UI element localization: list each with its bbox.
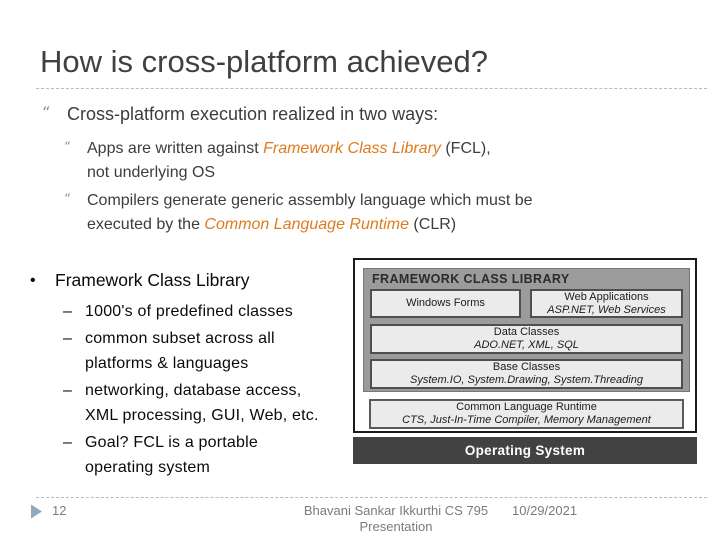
text-run: not underlying OS bbox=[87, 164, 216, 181]
list-item-text: Goal? FCL is a portable operating system bbox=[85, 430, 258, 480]
box-subtitle: CTS, Just-In-Time Compiler, Memory Manag… bbox=[402, 414, 651, 426]
text-run: executed by the bbox=[87, 216, 205, 233]
text-run: Goal? FCL is a portable bbox=[85, 434, 258, 451]
data-classes-box: Data Classes ADO.NET, XML, SQL bbox=[370, 324, 683, 354]
quote-bullet-icon: “ bbox=[42, 103, 51, 122]
dash-bullet-icon: – bbox=[63, 303, 72, 320]
page-number: 12 bbox=[52, 503, 67, 518]
footer-credit-line2: Presentation bbox=[359, 519, 433, 534]
bullet-text: Compilers generate generic assembly lang… bbox=[87, 189, 533, 237]
bullet-text: Apps are written against Framework Class… bbox=[87, 137, 491, 185]
text-run: operating system bbox=[85, 459, 211, 476]
box-subtitle: ADO.NET, XML, SQL bbox=[474, 339, 579, 351]
windows-forms-box: Windows Forms bbox=[370, 289, 521, 318]
fcl-container-box: FRAMEWORK CLASS LIBRARY Windows Forms We… bbox=[363, 268, 690, 392]
base-classes-box: Base Classes System.IO, System.Drawing, … bbox=[370, 359, 683, 389]
list-item: – Goal? FCL is a portable operating syste… bbox=[63, 430, 362, 480]
clr-box: Common Language Runtime CTS, Just-In-Tim… bbox=[369, 399, 684, 429]
fcl-items: – 1000's of predefined classes – common … bbox=[63, 299, 362, 480]
footer-credit-line1: Bhavani Sankar Ikkurthi CS 795 bbox=[303, 503, 489, 518]
dash-bullet-icon: – bbox=[63, 434, 72, 451]
box-title: Data Classes bbox=[493, 326, 560, 338]
text-run: platforms & languages bbox=[85, 355, 249, 372]
text-run: Compilers generate generic assembly lang… bbox=[87, 192, 533, 209]
title-divider bbox=[36, 88, 707, 89]
box-title: Base Classes bbox=[492, 361, 561, 373]
list-item-text: networking, database access, XML processi… bbox=[85, 378, 319, 428]
web-applications-box: Web Applications ASP.NET, Web Services bbox=[530, 289, 683, 318]
quote-bullet-icon: “ bbox=[64, 140, 71, 155]
dash-bullet-icon: – bbox=[63, 382, 72, 399]
bullet-point-clr: “ Compilers generate generic assembly la… bbox=[64, 189, 533, 237]
page-title: How is cross-platform achieved? bbox=[40, 44, 488, 79]
fcl-section: • Framework Class Library – 1000's of pr… bbox=[30, 268, 362, 482]
box-subtitle: ASP.NET, Web Services bbox=[547, 303, 666, 316]
text-run: (CLR) bbox=[408, 216, 457, 233]
bullet-point-fcl: “ Apps are written against Framework Cla… bbox=[64, 137, 533, 185]
dash-bullet-icon: – bbox=[63, 330, 72, 347]
text-run: networking, database access, bbox=[85, 382, 302, 399]
box-title: Windows Forms bbox=[406, 297, 485, 309]
dot-bullet-icon: • bbox=[30, 272, 36, 289]
fcl-heading: Framework Class Library bbox=[55, 270, 250, 290]
intro-section: “ Cross-platform execution realized in t… bbox=[42, 102, 533, 241]
footer-date: 10/29/2021 bbox=[512, 503, 578, 518]
list-item: – common subset across all platforms & la… bbox=[63, 326, 362, 376]
text-run-accent: Common Language Runtime bbox=[204, 216, 409, 233]
text-run: (FCL), bbox=[440, 140, 491, 157]
box-subtitle: System.IO, System.Drawing, System.Thread… bbox=[410, 374, 643, 386]
quote-bullet-icon: “ bbox=[64, 192, 71, 207]
list-item-text: 1000's of predefined classes bbox=[85, 303, 293, 320]
slide-arrow-icon bbox=[31, 504, 42, 519]
diagram-outer-frame: FRAMEWORK CLASS LIBRARY Windows Forms We… bbox=[353, 258, 697, 433]
sub-bullets: “ Apps are written against Framework Cla… bbox=[64, 137, 533, 237]
operating-system-bar: Operating System bbox=[353, 437, 697, 464]
list-item: – networking, database access, XML proces… bbox=[63, 378, 362, 428]
lead-bullet-row: “ Cross-platform execution realized in t… bbox=[42, 102, 533, 127]
footer-divider bbox=[36, 497, 707, 498]
fcl-heading-row: • Framework Class Library bbox=[30, 268, 362, 293]
list-item-text: common subset across all platforms & lang… bbox=[85, 326, 275, 376]
text-run: common subset across all bbox=[85, 330, 275, 347]
fcl-container-title: FRAMEWORK CLASS LIBRARY bbox=[372, 272, 570, 286]
box-title: Web Applications bbox=[564, 290, 649, 303]
text-run: Apps are written against bbox=[87, 140, 264, 157]
text-run: XML processing, GUI, Web, etc. bbox=[85, 407, 319, 424]
list-item: – 1000's of predefined classes bbox=[63, 299, 362, 324]
box-title: Common Language Runtime bbox=[456, 401, 597, 413]
fcl-architecture-diagram: FRAMEWORK CLASS LIBRARY Windows Forms We… bbox=[353, 258, 697, 464]
lead-text: Cross-platform execution realized in two… bbox=[67, 104, 439, 124]
text-run-accent: Framework Class Library bbox=[263, 140, 441, 157]
